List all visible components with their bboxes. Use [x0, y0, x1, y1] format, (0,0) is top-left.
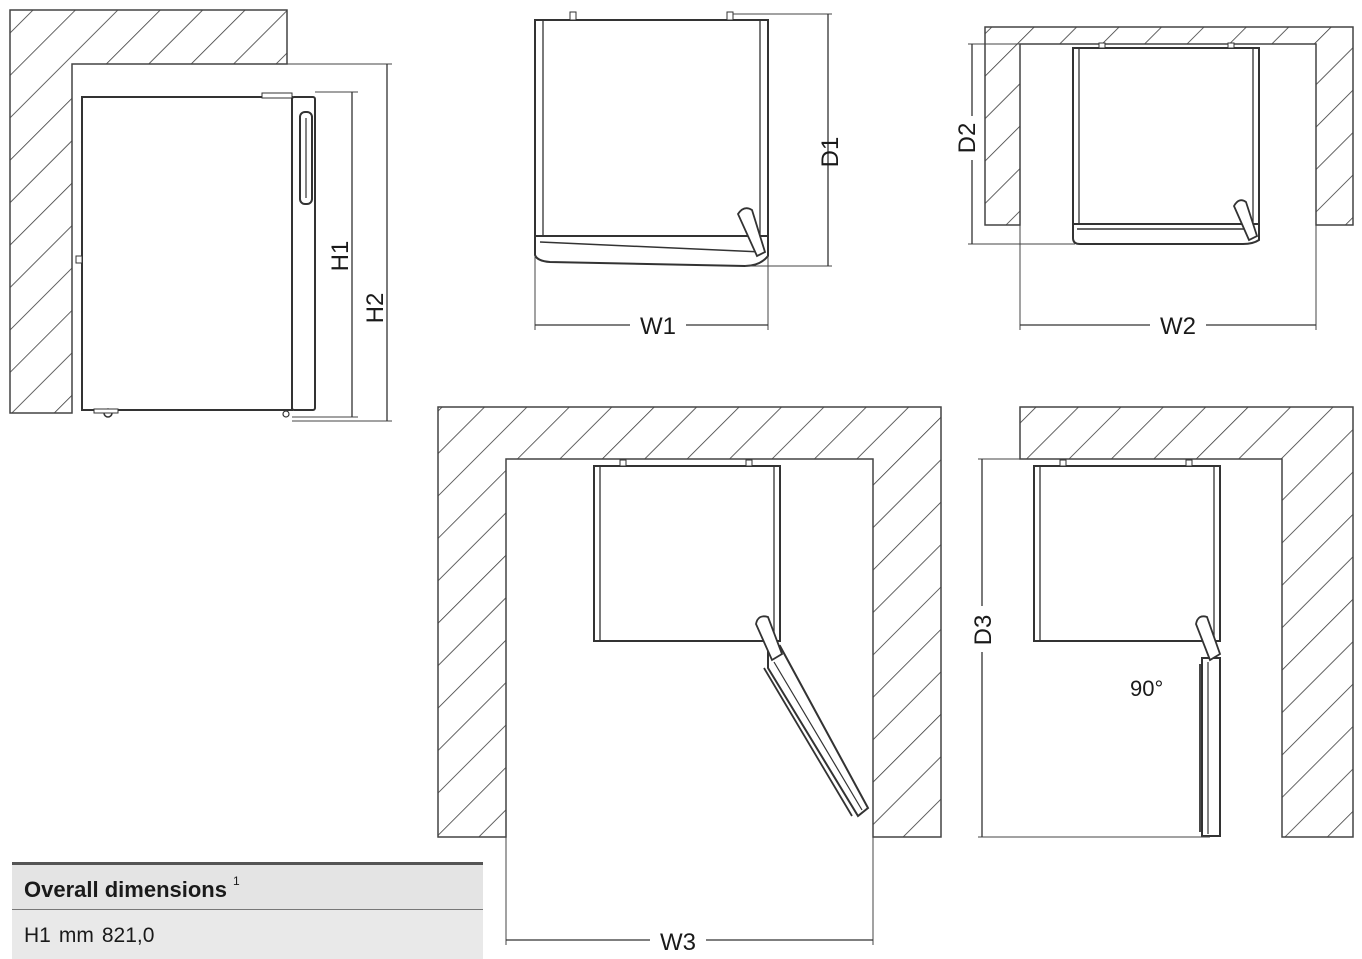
- top-view-w2-d2: D2 W2: [954, 26, 1354, 340]
- w3-wall-hatch: [437, 406, 942, 838]
- table-row: H1 mm 821,0: [12, 910, 483, 959]
- overall-dimensions-table: Overall dimensions 1 H1 mm 821,0: [12, 862, 483, 959]
- d1-label: D1: [817, 137, 844, 168]
- niche-cabinet: [1072, 47, 1260, 225]
- footnote-marker: 1: [232, 873, 240, 888]
- h2-label: H2: [362, 293, 389, 324]
- d3-open-door: [1201, 657, 1221, 837]
- niche-door: [1072, 223, 1260, 245]
- w3-handle: [755, 615, 784, 662]
- niche-wall-hatch: [984, 26, 1354, 226]
- w3-open-door: [767, 644, 870, 818]
- top-view-w3: W3: [437, 406, 942, 956]
- row-name: H1: [24, 924, 51, 947]
- h1-label: H1: [327, 241, 354, 272]
- d3-handle: [1195, 615, 1222, 662]
- w1-label: W1: [640, 313, 676, 340]
- d2-label: D2: [954, 123, 981, 154]
- side-cabinet: [81, 96, 293, 411]
- top-cabinet: [534, 19, 769, 237]
- angle-label: 90°: [1130, 676, 1163, 701]
- d3-cabinet: [1033, 465, 1221, 642]
- top-view-d3: 90° D3: [966, 406, 1354, 838]
- niche-handle: [1232, 199, 1259, 242]
- top-handle: [736, 207, 767, 258]
- w3-label: W3: [660, 929, 696, 956]
- w3-cabinet: [593, 465, 781, 642]
- table-title: Overall dimensions: [24, 877, 227, 902]
- w2-label: W2: [1160, 313, 1196, 340]
- top-view-w1-d1: D1 W1: [534, 11, 844, 340]
- row-unit: mm: [58, 924, 94, 947]
- row-value: 821,0: [101, 924, 155, 947]
- table-header: Overall dimensions 1: [12, 862, 483, 910]
- d3-label: D3: [970, 615, 997, 646]
- side-view: H1 H2: [9, 9, 392, 422]
